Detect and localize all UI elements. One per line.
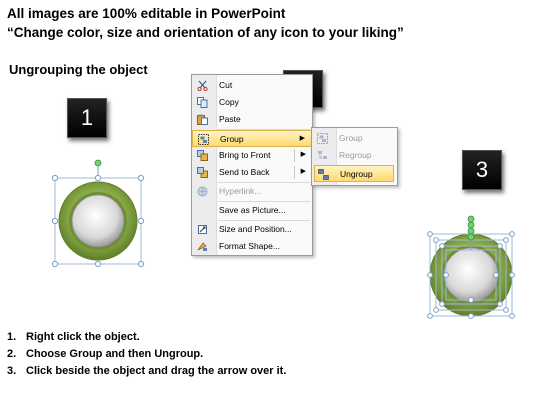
group-icon: [317, 133, 328, 144]
context-menu: Cut Copy Paste Group ▶ Bring to Front: [191, 74, 313, 256]
ungroup-icon: [318, 169, 329, 180]
group-icon: [198, 134, 209, 145]
selected-ring-object[interactable]: [48, 155, 150, 270]
scissors-icon: [197, 80, 208, 91]
bring-front-icon: [197, 150, 208, 161]
menu-item-bring-to-front[interactable]: Bring to Front ▶: [192, 147, 312, 164]
hyperlink-icon: [197, 186, 208, 197]
submenu-item-ungroup[interactable]: Ungroup: [314, 165, 394, 182]
copy-icon: [197, 97, 208, 108]
format-shape-icon: [197, 242, 207, 251]
menu-item-copy[interactable]: Copy: [192, 94, 312, 111]
menu-item-hyperlink[interactable]: Hyperlink...: [192, 183, 312, 200]
menu-item-group[interactable]: Group ▶: [192, 130, 312, 147]
step-2: 2.Choose Group and then Ungroup.: [7, 348, 204, 360]
group-submenu: Group Regroup Ungroup: [311, 127, 398, 186]
menu-item-save-as-picture[interactable]: Save as Picture...: [219, 205, 286, 215]
menu-item-paste[interactable]: Paste: [192, 111, 312, 128]
step-3: 3.Click beside the object and drag the a…: [7, 365, 287, 377]
regroup-icon: [318, 151, 327, 159]
menu-item-format-shape[interactable]: Format Shape...: [192, 238, 312, 255]
menu-item-cut[interactable]: Cut: [192, 77, 312, 94]
menu-item-send-to-back[interactable]: Send to Back ▶: [192, 164, 312, 181]
submenu-arrow-icon: ▶: [300, 151, 306, 158]
send-back-icon: [197, 167, 208, 178]
submenu-arrow-icon: ▶: [299, 135, 305, 142]
submenu-item-group[interactable]: Group: [314, 130, 394, 147]
ungrouped-ring-object[interactable]: [420, 212, 530, 330]
paste-icon: [197, 114, 208, 125]
size-position-icon: [198, 225, 207, 234]
section-title: Ungrouping the object: [9, 62, 148, 77]
step-badge-3: 3: [462, 150, 502, 190]
header-title: All images are 100% editable in PowerPoi…: [7, 6, 286, 21]
step-1: 1.Right click the object.: [7, 331, 140, 343]
step-badge-1: 1: [67, 98, 107, 138]
menu-item-size-and-position[interactable]: Size and Position...: [192, 221, 312, 238]
submenu-item-regroup[interactable]: Regroup: [314, 147, 394, 164]
submenu-arrow-icon: ▶: [300, 168, 306, 175]
instruction-steps: 1.Right click the object. 2.Choose Group…: [7, 331, 286, 382]
header-subtitle: “Change color, size and orientation of a…: [7, 25, 404, 40]
